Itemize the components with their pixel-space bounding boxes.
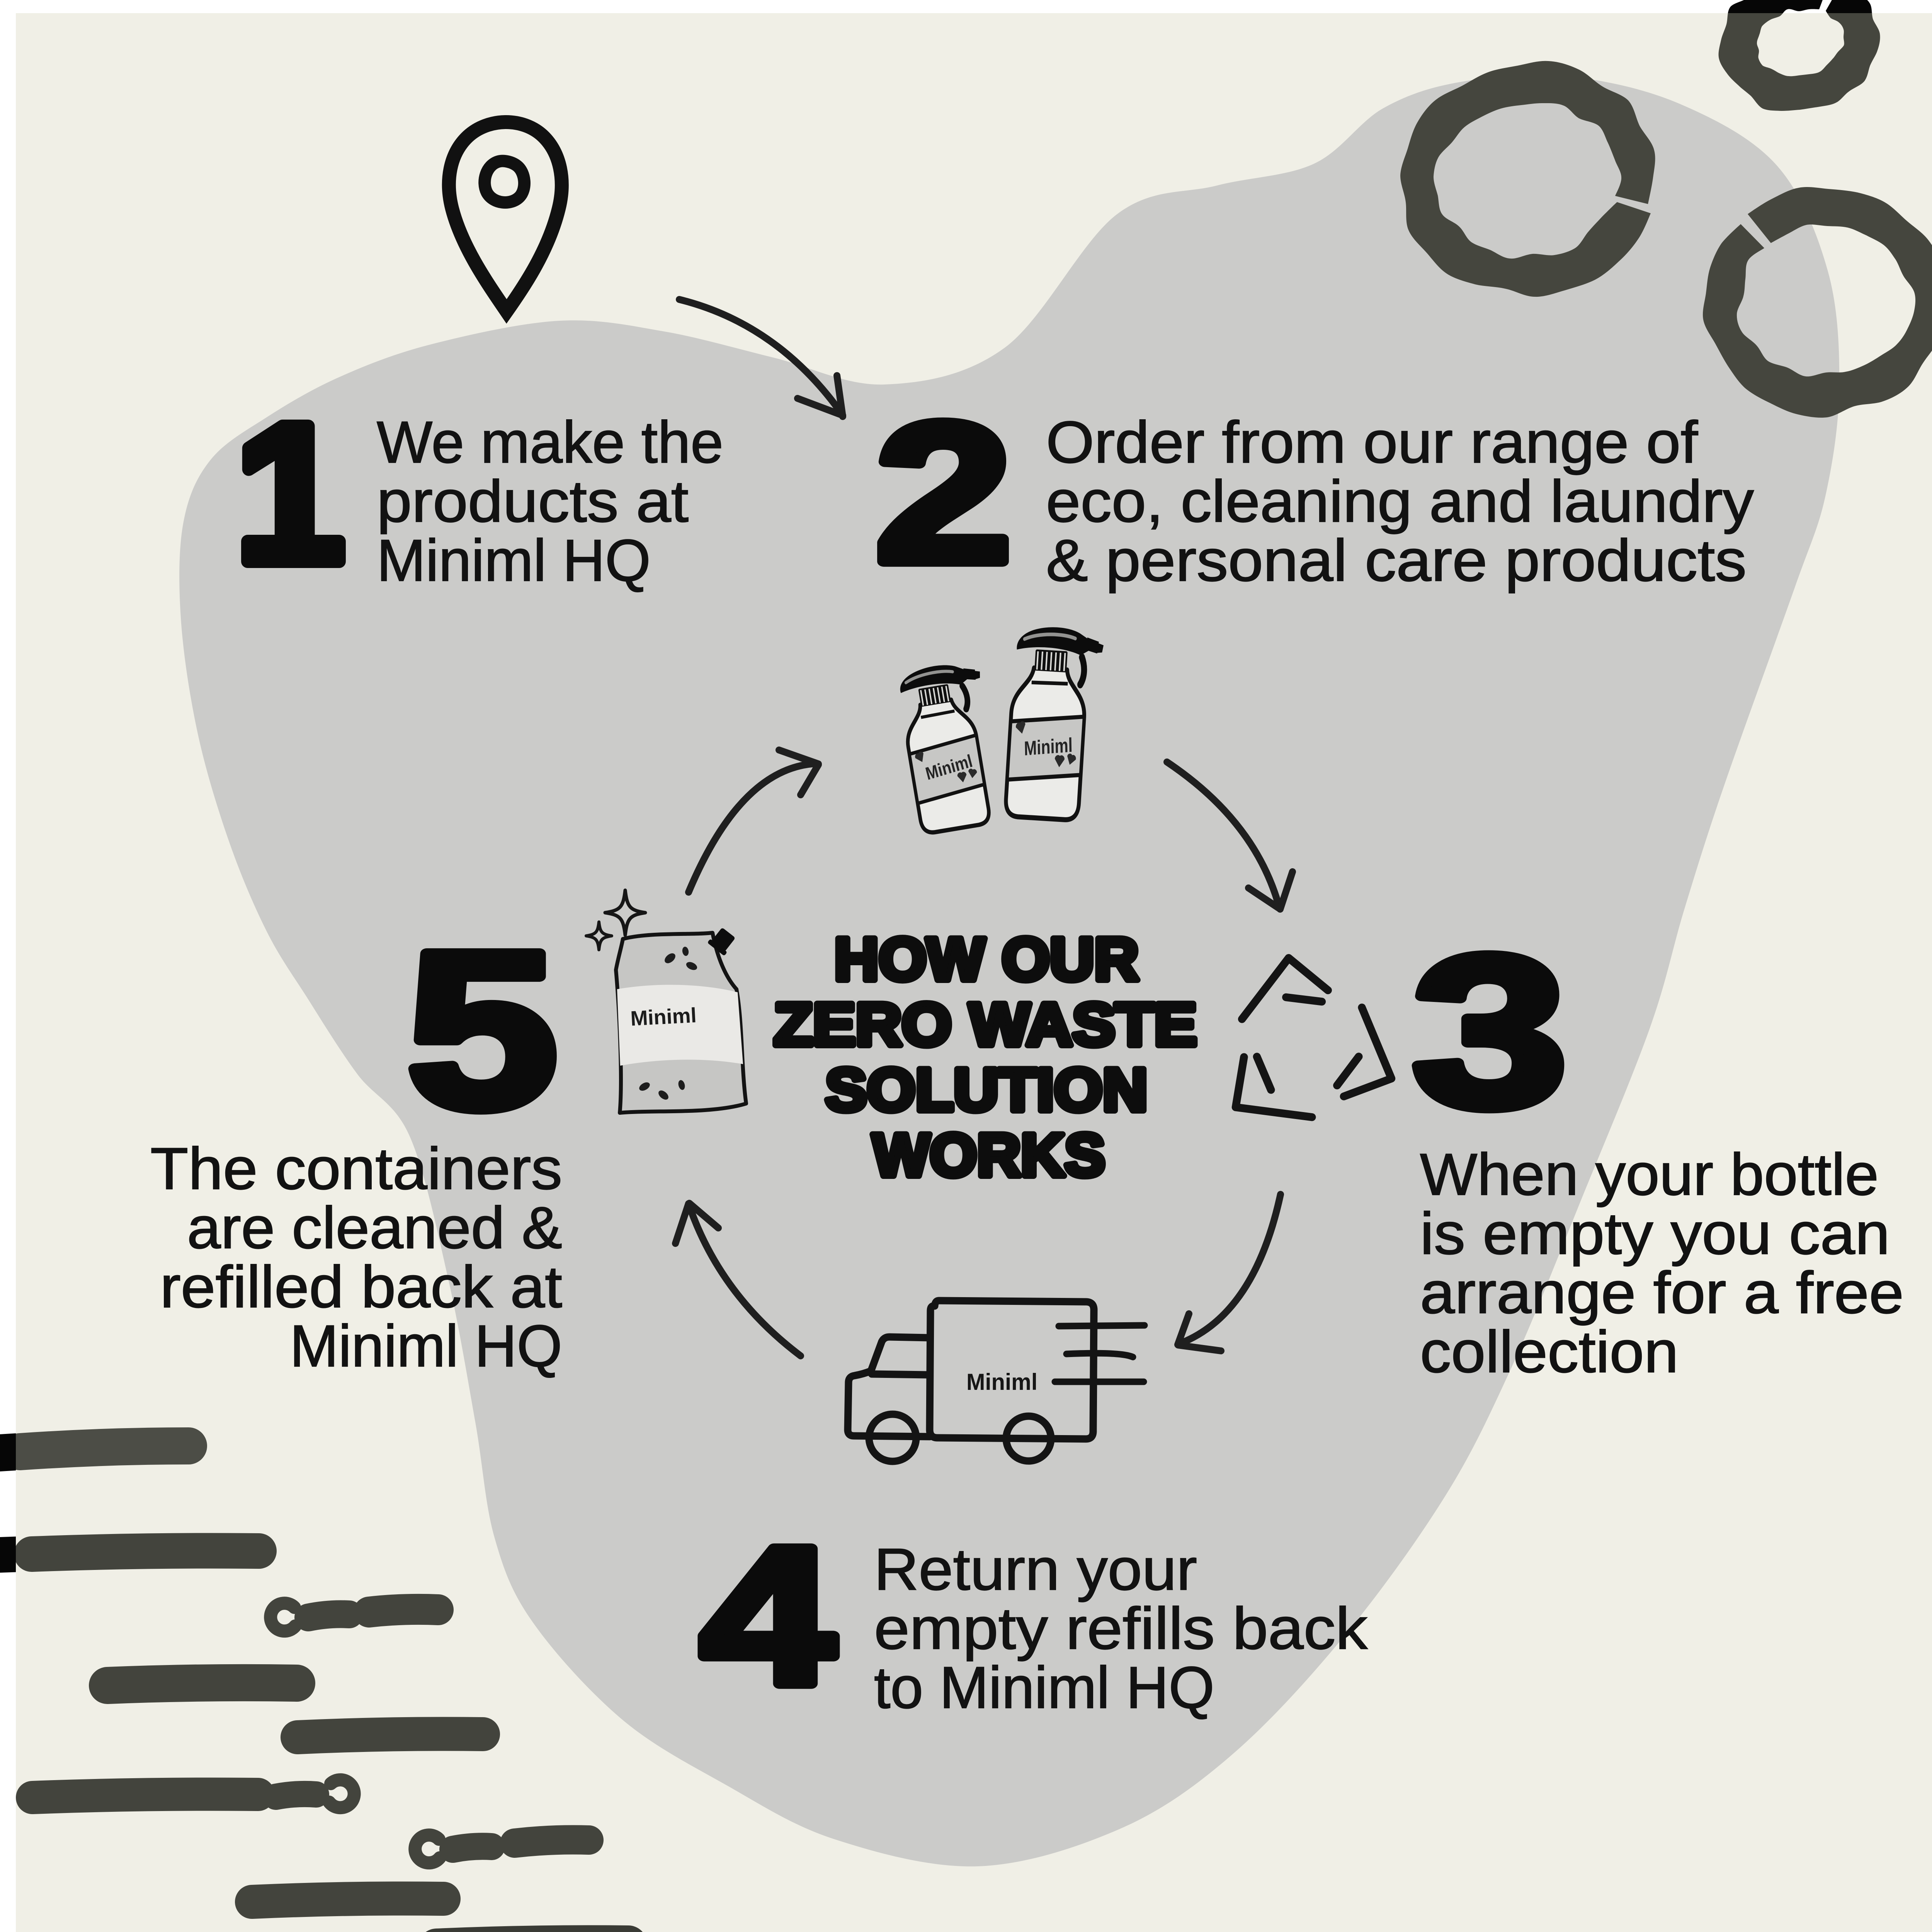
svg-text:The containers: The containers xyxy=(150,1136,562,1202)
svg-text:SOLUTION: SOLUTION xyxy=(825,1056,1148,1124)
svg-text:are cleaned &: are cleaned & xyxy=(187,1195,562,1261)
svg-text:2: 2 xyxy=(875,382,1012,604)
svg-text:When your bottle: When your bottle xyxy=(1420,1141,1879,1208)
svg-text:4: 4 xyxy=(701,1507,836,1725)
svg-text:eco, cleaning and laundry: eco, cleaning and laundry xyxy=(1046,468,1754,534)
svg-text:& personal care products: & personal care products xyxy=(1046,527,1747,594)
svg-text:Miniml: Miniml xyxy=(630,1004,697,1031)
svg-text:Return your: Return your xyxy=(874,1536,1197,1602)
svg-text:products at: products at xyxy=(377,468,689,534)
svg-text:Order from our range of: Order from our range of xyxy=(1046,409,1698,475)
svg-text:ZERO WASTE: ZERO WASTE xyxy=(774,991,1197,1058)
svg-text:3: 3 xyxy=(1412,911,1568,1152)
svg-text:Miniml: Miniml xyxy=(1024,733,1073,760)
svg-text:1: 1 xyxy=(235,383,345,603)
svg-text:empty refills back: empty refills back xyxy=(874,1595,1368,1662)
svg-text:refilled back at: refilled back at xyxy=(160,1254,562,1320)
svg-text:to Miniml HQ: to Miniml HQ xyxy=(874,1655,1214,1721)
svg-text:Miniml HQ: Miniml HQ xyxy=(290,1313,562,1379)
svg-text:collection: collection xyxy=(1420,1319,1679,1385)
svg-text:HOW OUR: HOW OUR xyxy=(834,926,1139,993)
svg-text:Miniml: Miniml xyxy=(966,1369,1037,1395)
svg-text:Miniml HQ: Miniml HQ xyxy=(377,527,651,594)
svg-text:is empty you can: is empty you can xyxy=(1420,1201,1890,1267)
svg-text:WORKS: WORKS xyxy=(872,1122,1105,1189)
svg-text:We make the: We make the xyxy=(377,409,723,475)
svg-text:5: 5 xyxy=(406,905,558,1155)
svg-text:arrange for a free: arrange for a free xyxy=(1420,1260,1904,1326)
